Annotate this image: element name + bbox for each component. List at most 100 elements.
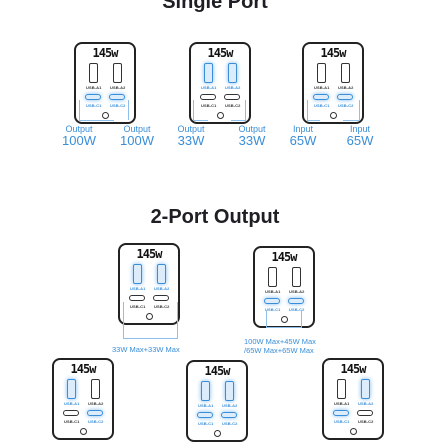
port-usb-c1 (197, 412, 213, 418)
section-title-single-port: Single Port (162, 0, 268, 13)
caption-value: 65W (289, 133, 317, 149)
caption-c1: Output 100W (49, 124, 109, 149)
port-label-a2: USB-A2 (338, 85, 354, 90)
charger-5: 145w USB-A1 USB-A2 USB-C1 USB-C2 (253, 246, 315, 328)
caption-value: 65W (346, 133, 374, 149)
charger-3: 145w USB-A1 USB-A2 USB-C1 USB-C2 (302, 42, 364, 124)
brand-logo-icon (350, 428, 357, 435)
port-usb-c2 (109, 94, 125, 100)
port-label-a1: USB-A1 (265, 289, 281, 294)
port-label-c1: USB-C1 (64, 419, 80, 424)
port-usb-c2 (221, 412, 237, 418)
caption-label: Output (238, 124, 266, 134)
port-usb-a1 (201, 381, 210, 401)
caption-label: Input (349, 124, 371, 134)
connector-line (123, 302, 178, 339)
port-label-c2: USB-C2 (88, 419, 104, 424)
port-label-c1: USB-C1 (334, 419, 350, 424)
port-label-c2: USB-C2 (225, 103, 241, 108)
caption-c2: Output 100W (107, 124, 167, 148)
port-usb-c1 (313, 94, 329, 100)
two-port-note-2-line2: /65W Max+65W Max (244, 346, 314, 356)
two-port-note-2-line1: 100W Max+45W Max (244, 337, 316, 346)
port-label-a2: USB-A2 (225, 85, 241, 90)
port-label-c1: USB-C1 (265, 307, 281, 312)
wattage-label: 145w (271, 250, 298, 264)
port-label-c1: USB-C1 (198, 421, 214, 426)
port-label-c1: USB-C1 (86, 103, 102, 108)
section-title-two-port: 2-Port Output (150, 206, 280, 228)
port-usb-a1 (67, 379, 76, 399)
port-label-a2: USB-A2 (88, 401, 104, 406)
port-label-c2: USB-C2 (110, 103, 126, 108)
port-usb-a1 (204, 63, 213, 83)
port-usb-c2 (357, 410, 373, 416)
port-usb-a1 (337, 379, 346, 399)
caption-value: 33W (177, 133, 205, 149)
port-label-a1: USB-A1 (198, 403, 214, 408)
port-usb-c1 (63, 410, 79, 416)
port-label-a1: USB-A1 (86, 85, 102, 90)
connector-line (79, 100, 114, 121)
port-label-a2: USB-A2 (110, 85, 126, 90)
caption-value: 100W (62, 133, 96, 149)
port-label-c2: USB-C2 (289, 307, 305, 312)
connector-line (231, 100, 246, 121)
port-usb-c2 (153, 295, 169, 301)
port-usb-a2 (228, 63, 237, 83)
charger-6: 145w USB-A1 USB-A2 USB-C1 USB-C2 (52, 358, 114, 440)
port-usb-a1 (268, 267, 277, 287)
port-usb-c2 (87, 410, 103, 416)
port-usb-a2 (292, 267, 301, 287)
port-usb-a1 (317, 63, 326, 83)
caption-input-c2: Input 65W (330, 124, 390, 149)
wattage-label: 145w (320, 46, 347, 60)
port-usb-c2 (337, 94, 353, 100)
port-label-c1: USB-C1 (130, 304, 146, 309)
wattage-label: 145w (70, 362, 97, 376)
port-label-a2: USB-A2 (358, 401, 374, 406)
charger-1: 145w USB-A1 USB-A2 USB-C1 USB-C2 (74, 42, 136, 124)
port-usb-c1 (85, 94, 101, 100)
caption-label: Output (123, 124, 151, 134)
charger-4: 145w USB-A1 USB-A2 USB-C1 USB-C2 (118, 243, 180, 325)
port-usb-a2 (91, 379, 100, 399)
caption-label: Output (65, 124, 93, 134)
port-label-c2: USB-C2 (154, 304, 170, 309)
brand-logo-icon (217, 112, 224, 119)
wattage-label: 145w (92, 46, 119, 60)
brand-logo-icon (214, 430, 221, 437)
port-label-a1: USB-A1 (130, 286, 146, 291)
wattage-label: 145w (204, 364, 231, 378)
wattage-label: 145w (340, 362, 367, 376)
caption-a2: Output 33W (222, 124, 282, 148)
port-label-c2: USB-C2 (222, 421, 238, 426)
brand-logo-icon (281, 316, 288, 323)
port-label-a1: USB-A1 (334, 401, 350, 406)
connector-line (128, 100, 130, 120)
port-label-a1: USB-A1 (201, 85, 217, 90)
brand-logo-icon (146, 313, 153, 320)
port-usb-a2 (157, 264, 166, 284)
two-port-note-2: 100W Max+45W Max /65W Max+65W Max (244, 337, 316, 356)
port-usb-c2 (288, 298, 304, 304)
port-usb-a2 (113, 63, 122, 83)
port-usb-c1 (333, 410, 349, 416)
port-usb-a1 (89, 63, 98, 83)
port-label-a2: USB-A2 (289, 289, 305, 294)
caption-a1: Output 33W (161, 124, 221, 149)
connector-line (307, 100, 320, 121)
port-label-c1: USB-C1 (314, 103, 330, 108)
port-usb-a2 (341, 63, 350, 83)
port-usb-a2 (361, 379, 370, 399)
brand-logo-icon (330, 112, 337, 119)
port-label-a2: USB-A2 (154, 286, 170, 291)
brand-logo-icon (102, 112, 109, 119)
port-label-c2: USB-C2 (358, 419, 374, 424)
port-usb-c1 (129, 295, 145, 301)
connector-line (266, 310, 302, 328)
wattage-label: 145w (136, 247, 163, 261)
port-usb-c1 (200, 94, 216, 100)
charger-2: 145w USB-A1 USB-A2 USB-C1 USB-C2 (189, 42, 251, 124)
port-label-a2: USB-A2 (222, 403, 238, 408)
